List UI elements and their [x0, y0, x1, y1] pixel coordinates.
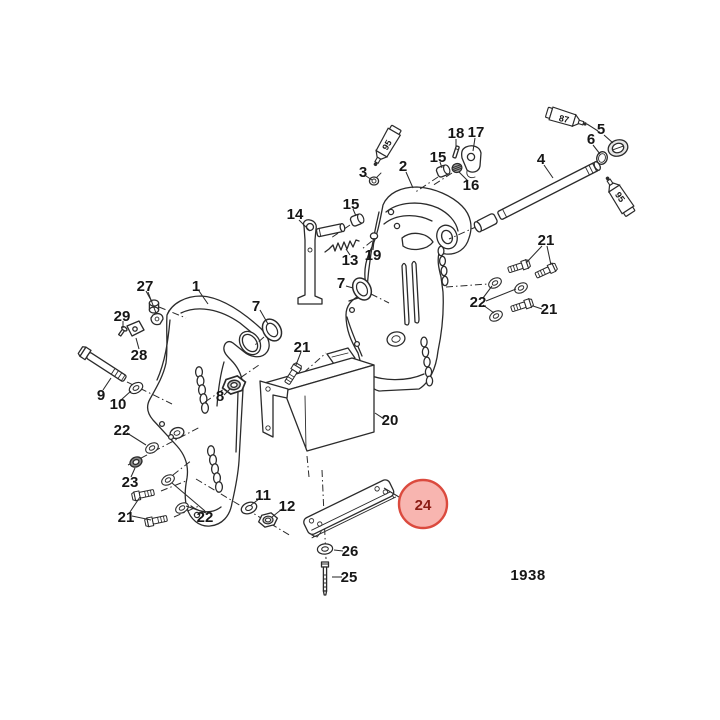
callout-5: 5 [597, 121, 605, 138]
callout-21-mid: 21 [294, 339, 311, 356]
arm-hole [241, 333, 259, 353]
highlight-circle[interactable] [397, 478, 449, 530]
callout-25: 25 [341, 569, 358, 586]
part-22-washer-d [486, 275, 504, 291]
part-21-bolt-right-c [509, 297, 535, 314]
part-5-cap [607, 139, 629, 157]
tube-label-87: 87 [558, 113, 570, 125]
part-28-wedge [126, 320, 145, 337]
hardware-parts [77, 139, 629, 596]
leader-lines [102, 123, 614, 578]
callout-8: 8 [216, 388, 224, 405]
part-13-spring [324, 239, 360, 253]
transom-bracket-port [146, 295, 270, 527]
callout-24-highlighted[interactable]: 24 [415, 497, 432, 514]
part-26-washer [316, 542, 334, 556]
callout-4: 4 [537, 151, 546, 168]
callout-21-left: 21 [118, 509, 135, 526]
anode-mount-bracket [259, 347, 375, 452]
callout-16: 16 [463, 177, 480, 194]
part-16-insert [451, 162, 463, 174]
part-25-bolt [320, 561, 330, 596]
alignment-centerlines [126, 172, 489, 560]
tube-label-95-left: 95 [380, 138, 394, 152]
highlight-leader [383, 487, 400, 498]
part-3-fitting [368, 172, 382, 186]
callout-6: 6 [587, 131, 595, 148]
callout-19: 19 [365, 247, 382, 264]
callout-labels: 1 2 3 4 5 6 7 7 8 9 10 11 12 13 14 15 15… [97, 113, 627, 586]
callout-21-right: 21 [541, 301, 558, 318]
callout-22-left-lower: 22 [197, 509, 214, 526]
highlighted-part-24-hotspot[interactable]: 24 [383, 478, 449, 530]
callout-22-left-upper: 22 [114, 422, 131, 439]
callout-22-right: 22 [470, 294, 487, 311]
callout-9: 9 [97, 387, 105, 404]
part-23-nut [129, 456, 143, 468]
callout-10: 10 [110, 396, 127, 413]
part-14-bracket [297, 219, 346, 305]
callout-28: 28 [131, 347, 148, 364]
callout-7-right: 7 [337, 275, 345, 292]
callout-13: 13 [342, 252, 359, 269]
callout-17: 17 [468, 124, 485, 141]
callout-15-left: 15 [343, 196, 360, 213]
anode-plate [303, 479, 397, 539]
part-6-oring [596, 151, 608, 165]
callout-11: 11 [255, 487, 271, 504]
part-22-washer-e [512, 280, 530, 296]
callout-3: 3 [359, 164, 367, 181]
callout-14: 14 [287, 206, 304, 223]
callout-20: 20 [382, 412, 399, 429]
callout-29: 29 [114, 308, 131, 325]
figure-code: 1938 [510, 567, 545, 584]
part-19-bushing [369, 232, 379, 240]
callout-26: 26 [342, 543, 359, 560]
part-21-bolt-right-b [533, 261, 559, 281]
callout-2: 2 [399, 158, 407, 175]
callout-7-left: 7 [252, 298, 260, 315]
callout-23: 23 [122, 474, 139, 491]
callout-15-right: 15 [430, 149, 447, 166]
part-18-pin [452, 145, 460, 159]
part-9-bolt [77, 346, 127, 382]
callout-21-top-right: 21 [538, 232, 555, 249]
tilt-tube-rod [473, 161, 601, 233]
part-15-bushing-left [348, 212, 366, 228]
bracket-port-slots [194, 366, 224, 493]
callout-27: 27 [137, 278, 154, 295]
part-21-bolt-left-b [143, 513, 169, 528]
arm-hole-outer [238, 330, 262, 356]
part-22-washer-a [143, 440, 161, 456]
bracket-starboard-slots [420, 245, 449, 387]
callout-1: 1 [192, 278, 200, 295]
tube-label-95-right: 95 [613, 190, 627, 204]
part-10-washer [126, 379, 146, 397]
callout-18: 18 [448, 125, 465, 142]
part-17-latch [460, 145, 482, 179]
callout-12: 12 [279, 498, 296, 515]
